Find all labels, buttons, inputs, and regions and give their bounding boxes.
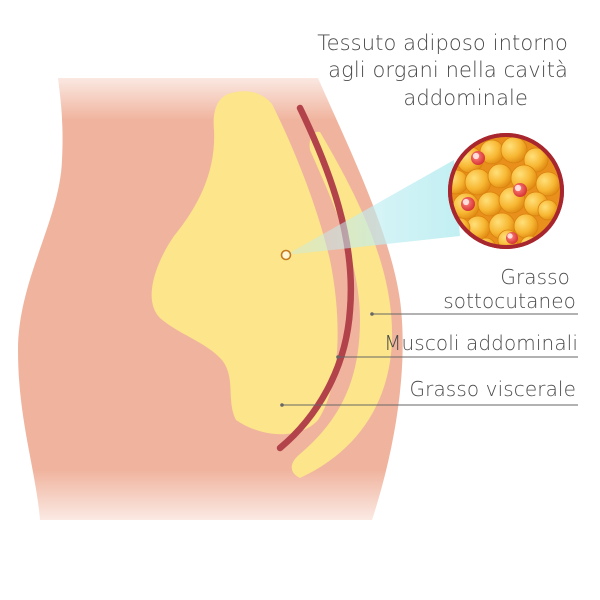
visceral-fat — [151, 91, 338, 435]
title-line-1: Tessuto adiposo intorno — [317, 31, 568, 55]
cell-highlight — [507, 233, 513, 239]
fat-cell — [513, 213, 539, 239]
title-line-2: agli organi nella cavità — [328, 58, 568, 82]
label-visceral: Grasso viscerale — [409, 377, 576, 401]
title-line-3: addominale — [403, 86, 528, 110]
fat-cell — [477, 191, 503, 217]
label-subcutaneous-line-2: sottocutaneo — [443, 289, 576, 313]
subcutaneous-fat — [291, 131, 393, 478]
fat-cell — [500, 136, 528, 164]
muscles-leader-dot — [336, 355, 340, 359]
cell-highlight — [462, 198, 470, 206]
fat-cell — [464, 168, 492, 196]
skin-fade-bottom — [0, 470, 420, 540]
abdominal-muscle — [276, 104, 355, 452]
red-blood-cell — [506, 232, 518, 244]
leader-lines — [280, 312, 578, 407]
zoom-origin-marker — [280, 249, 292, 261]
visceral-leader-dot — [280, 403, 284, 407]
fat-cell — [487, 163, 513, 189]
label-muscles: Muscoli addominali — [384, 331, 578, 355]
subcutaneous-leader-dot — [370, 312, 374, 316]
cell-highlight — [472, 152, 480, 160]
cell-highlight — [514, 184, 522, 192]
fat-cells-magnifier-icon — [448, 133, 564, 249]
zoom-beam — [286, 160, 460, 255]
label-subcutaneous-line-1: Grasso — [500, 265, 570, 289]
skin-fade-top — [0, 60, 420, 120]
fat-cell — [523, 147, 549, 173]
